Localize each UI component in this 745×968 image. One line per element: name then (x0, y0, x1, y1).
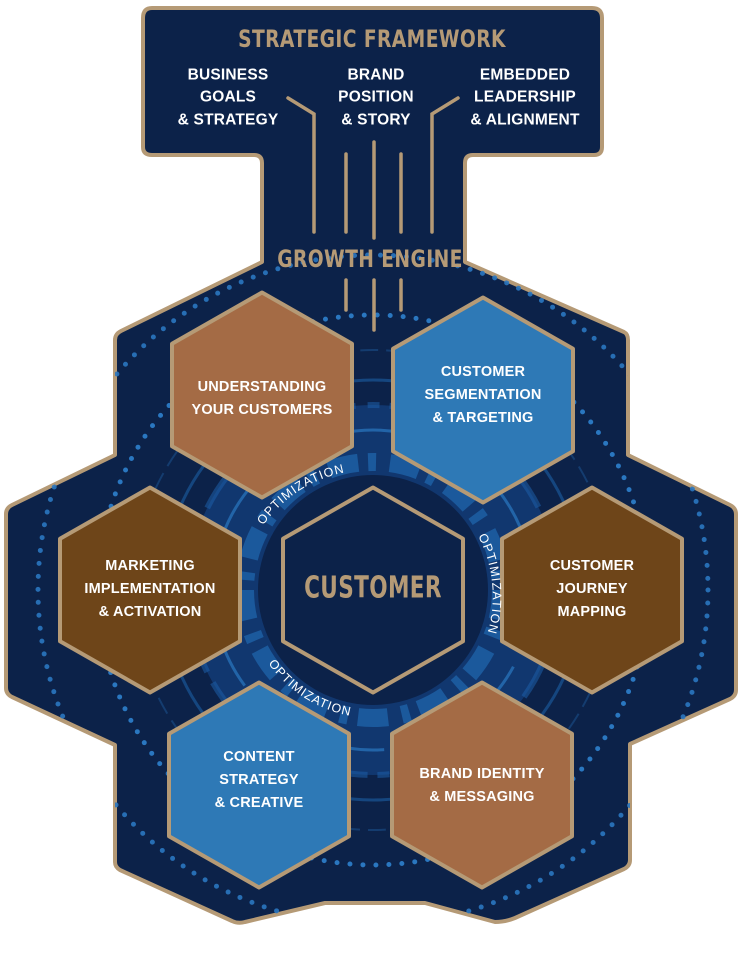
hex-label-line: YOUR CUSTOMERS (191, 402, 333, 418)
framework-item-line: BRAND (347, 66, 405, 84)
framework-item-line: & STORY (341, 111, 411, 129)
hex-label-line: MARKETING (105, 558, 195, 575)
hexagon-journey (500, 485, 684, 695)
connector-line (430, 96, 460, 234)
hex-label-line: SEGMENTATION (424, 387, 542, 404)
framework-item-brand-position: BRAND POSITION & STORY (338, 64, 414, 131)
hexagon-content (167, 680, 351, 890)
framework-item-line: EMBEDDED (479, 66, 571, 84)
hexagon-brand-identity (390, 680, 574, 890)
growth-engine-title: GROWTH ENGINE (277, 245, 463, 273)
hex-label-journey: CUSTOMER JOURNEY MAPPING (550, 555, 634, 625)
framework-item-line: POSITION (338, 88, 414, 106)
hex-label-line: CUSTOMER (549, 558, 635, 575)
hex-label-line: CONTENT (223, 749, 295, 766)
strategic-framework-title: STRATEGIC FRAMEWORK (238, 25, 506, 53)
dotted-ring (35, 252, 711, 923)
hexagon-understanding (170, 290, 354, 500)
connector-lines (286, 96, 460, 332)
hex-label-content: CONTENT STRATEGY & CREATIVE (215, 746, 304, 816)
hex-label-understanding: UNDERSTANDING YOUR CUSTOMERS (191, 376, 332, 422)
framework-item-line: & STRATEGY (177, 111, 279, 129)
hex-label-line: & MESSAGING (429, 789, 535, 805)
customer-center-label: CUSTOMER (304, 570, 442, 606)
framework-item-embedded-leadership: EMBEDDED LEADERSHIP & ALIGNMENT (470, 64, 579, 131)
framework-item-line: LEADERSHIP (474, 88, 576, 106)
hex-label-brand-identity: BRAND IDENTITY & MESSAGING (419, 763, 544, 809)
hexagon-marketing (58, 485, 242, 695)
hex-label-marketing: MARKETING IMPLEMENTATION & ACTIVATION (84, 555, 215, 625)
hexagon-segmentation (391, 295, 575, 505)
framework-item-line: & ALIGNMENT (470, 111, 580, 129)
hex-label-line: & TARGETING (432, 410, 534, 427)
hex-label-line: STRATEGY (219, 772, 299, 789)
hex-label-line: CUSTOMER (440, 364, 526, 381)
hex-label-line: BRAND IDENTITY (419, 765, 545, 782)
framework-item-line: GOALS (199, 88, 257, 106)
hex-label-line: & CREATIVE (214, 795, 304, 812)
hexagon-customer-center (281, 485, 465, 695)
hex-label-line: & ACTIVATION (98, 604, 202, 621)
connector-line (286, 96, 316, 234)
framework-item-business-goals: BUSINESS GOALS & STRATEGY (178, 64, 279, 131)
hex-label-line: JOURNEY (556, 581, 628, 598)
framework-item-line: BUSINESS (187, 66, 269, 84)
hex-label-line: IMPLEMENTATION (84, 581, 216, 598)
hex-label-segmentation: CUSTOMER SEGMENTATION & TARGETING (424, 361, 541, 431)
hex-label-line: UNDERSTANDING (197, 378, 327, 395)
hex-label-line: MAPPING (557, 604, 627, 621)
